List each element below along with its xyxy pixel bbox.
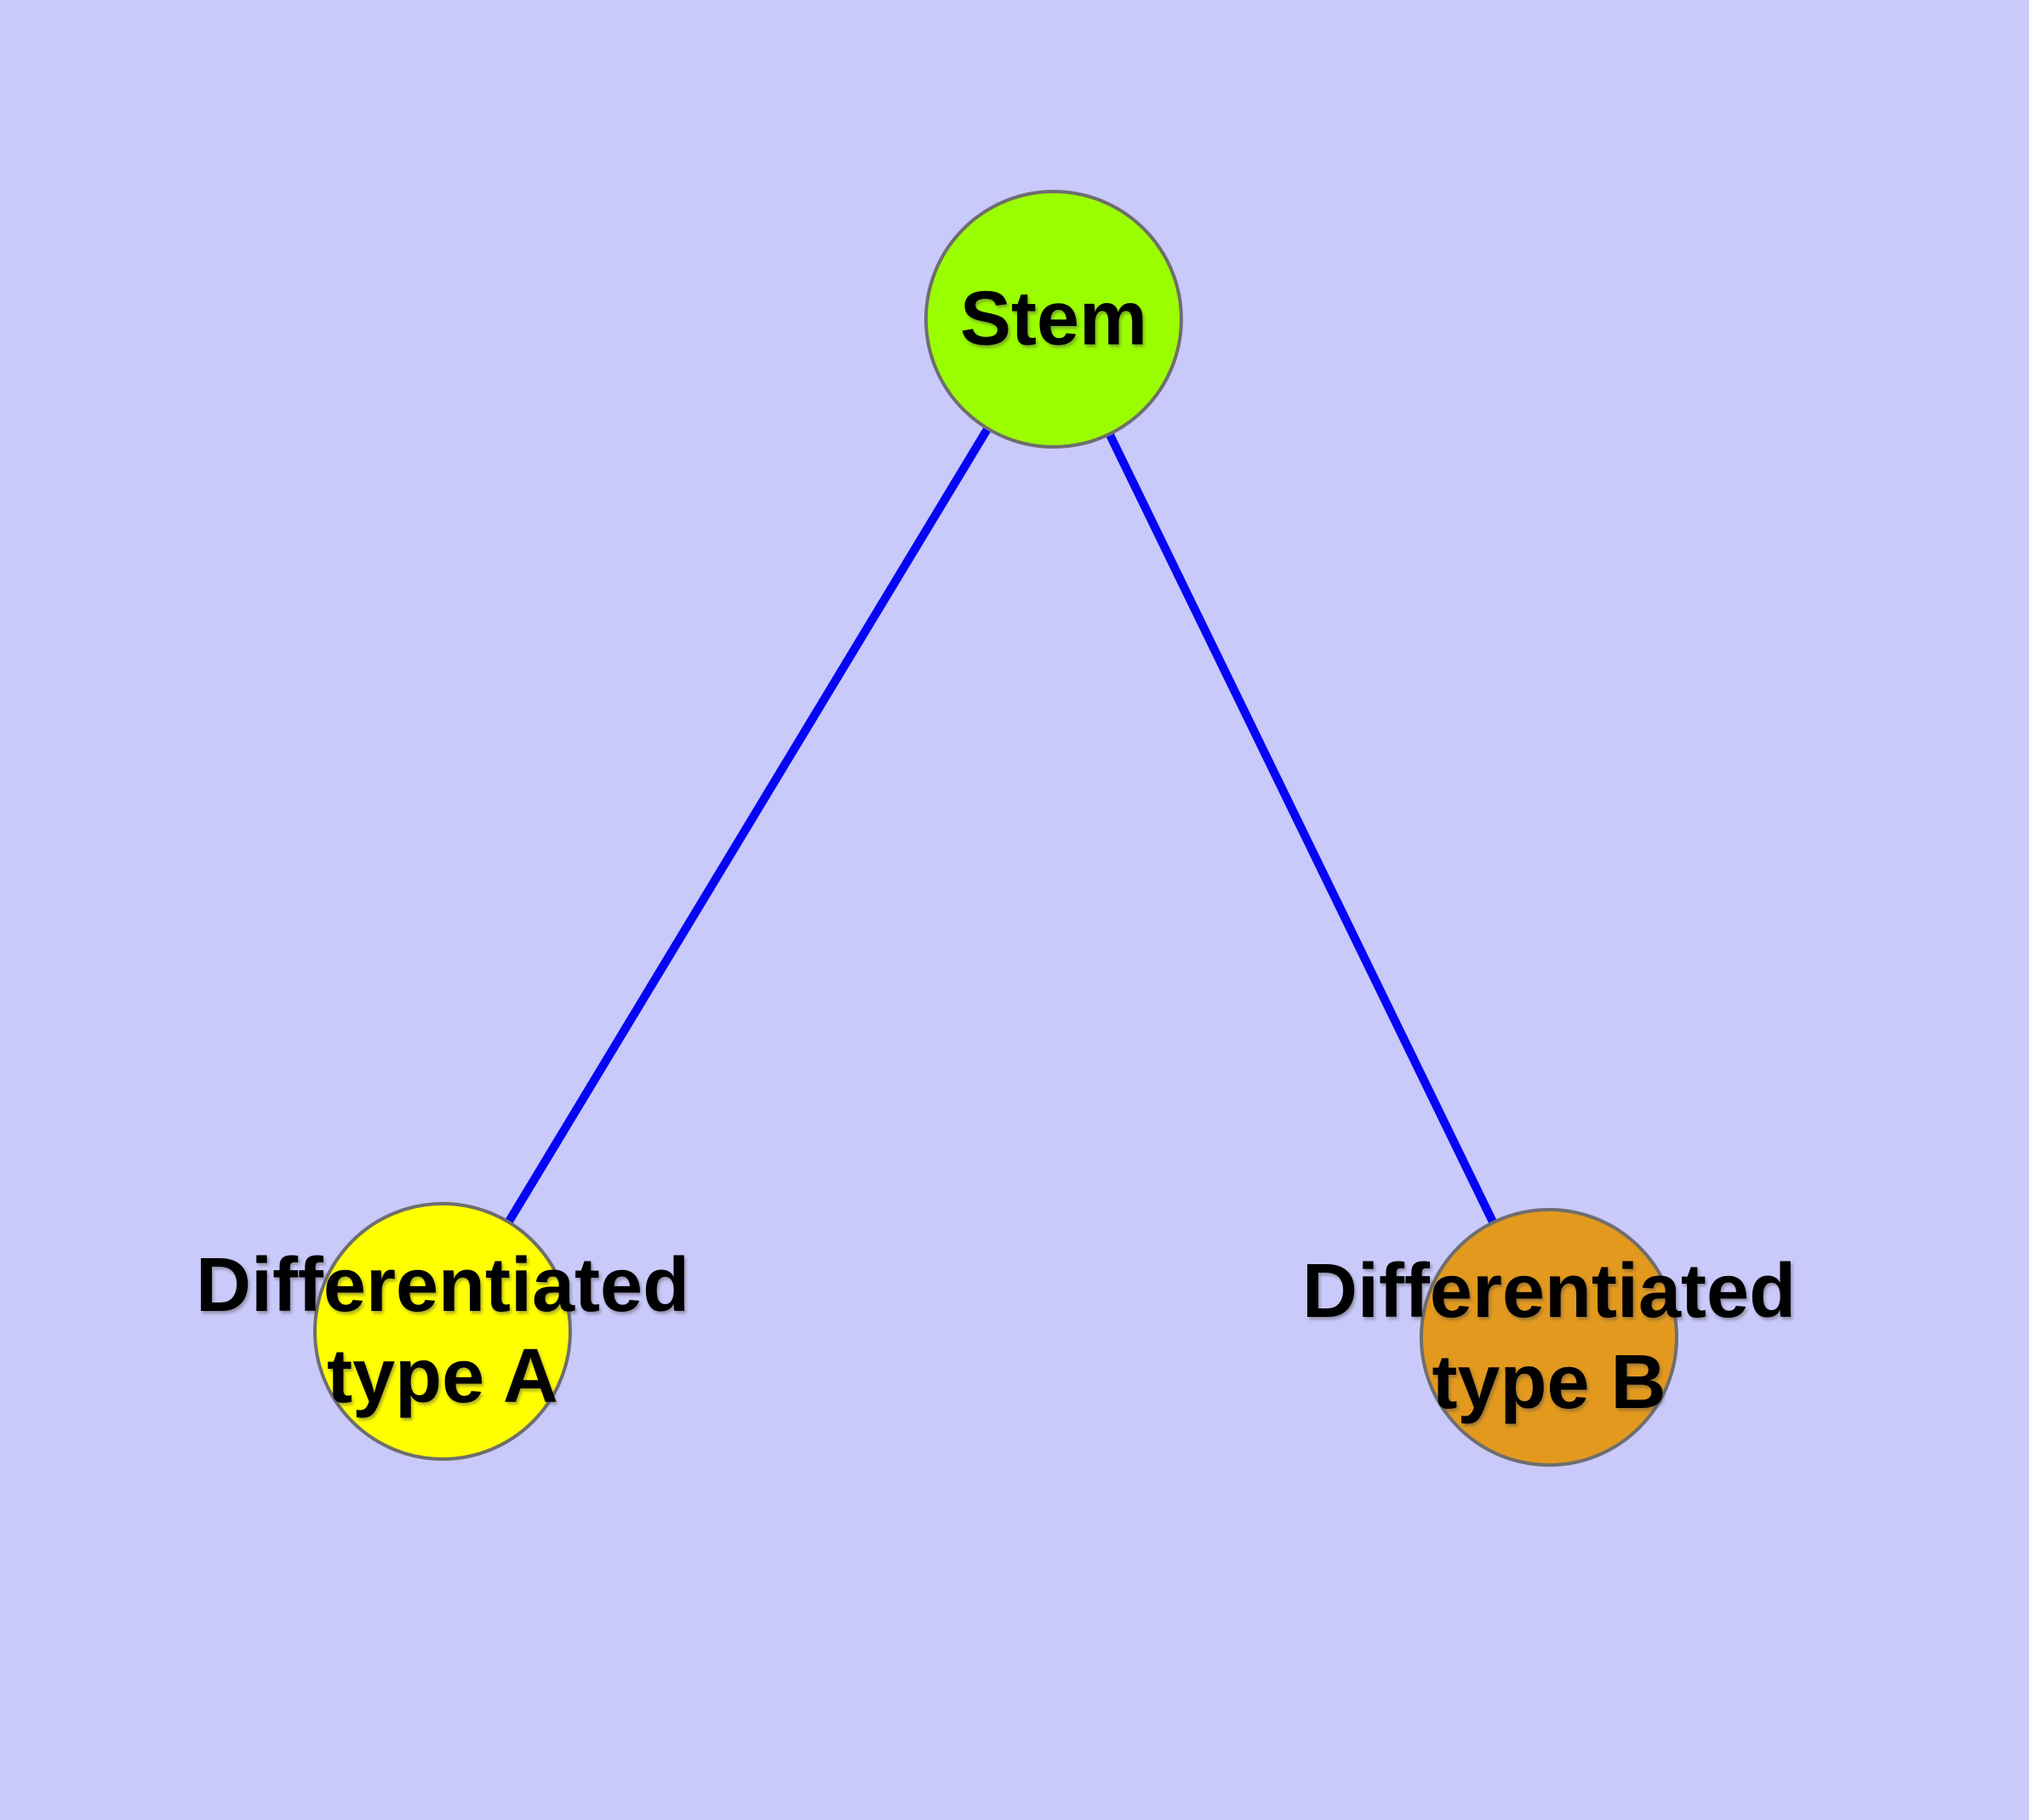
node-stem-label-line: Stem [959,276,1148,362]
node-type-b-label-line-2: type B [1432,1340,1666,1425]
node-type-a-label-line-2: type A [327,1334,558,1419]
node-type-a-label-line-1: Differentiated [195,1243,690,1328]
edge-stem-to-type-a [438,317,1058,1334]
node-stem-circle[interactable] [924,190,1183,449]
node-stem-label: Stem [960,274,1147,365]
node-differentiated-type-a-circle[interactable] [313,1202,572,1461]
edge-stem-to-type-b [1049,317,1553,1340]
node-type-b-label-line-1: Differentiated [1301,1249,1797,1334]
node-differentiated-type-b-circle[interactable] [1420,1208,1678,1467]
node-differentiated-type-a-label: Differentiated type A [196,1240,689,1422]
node-differentiated-type-b-label: Differentiated type B [1302,1246,1796,1428]
